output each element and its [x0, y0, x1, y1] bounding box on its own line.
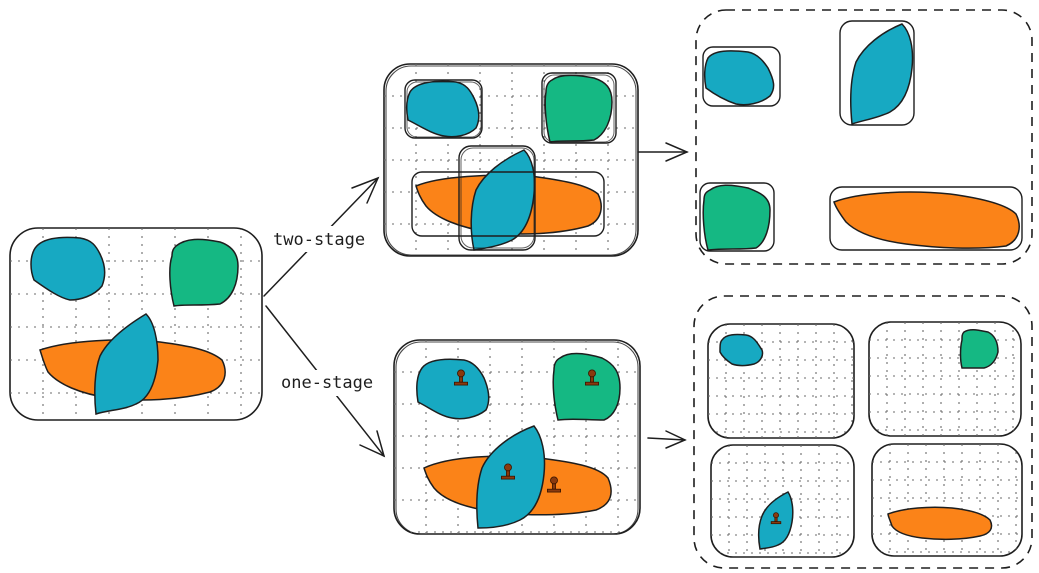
- two-stage-output-frame: [695, 9, 1033, 265]
- stamp-icon: [547, 476, 562, 493]
- two-stage-proposal-panel: [383, 63, 639, 257]
- label-bg: [278, 370, 384, 396]
- proposal-box: [541, 72, 617, 144]
- crop-box: [702, 46, 781, 107]
- stamp-icon: [500, 463, 515, 480]
- one-stage-output-frame: [693, 295, 1033, 569]
- green-blob: [544, 74, 613, 143]
- arrowhead-icon: [665, 430, 687, 449]
- proposal-box: [458, 145, 536, 251]
- green-blob: [959, 328, 999, 369]
- teal-leaf: [94, 313, 159, 416]
- crop-box: [829, 186, 1023, 251]
- two-stage-label: two-stage: [273, 230, 365, 250]
- stamp-icon: [770, 512, 782, 525]
- stamp-icon: [585, 369, 600, 386]
- proposal-box: [411, 171, 605, 237]
- orange-ellipse: [833, 191, 1020, 249]
- arrow-icon: [647, 437, 686, 441]
- arrowhead-icon: [665, 142, 689, 162]
- orange-ellipse: [887, 506, 993, 541]
- stamp-icon: [453, 369, 468, 386]
- green-blob: [169, 238, 239, 307]
- input-image-panel: [9, 227, 263, 421]
- green-blob: [702, 184, 771, 251]
- two-stage-output-panel: [695, 9, 1033, 265]
- label-bg: [270, 226, 378, 252]
- one-stage-output-panel: [693, 295, 1033, 569]
- one-stage-label: one-stage: [281, 373, 373, 393]
- arrow-to-one-stage-output: [647, 430, 687, 449]
- grid-tile: [868, 321, 1022, 437]
- arrowhead-icon: [359, 430, 386, 458]
- arrow-to-two-stage-output: [637, 142, 689, 162]
- crop-box: [839, 20, 915, 126]
- one-stage-panel: [393, 339, 641, 535]
- crop-box: [699, 182, 775, 252]
- teal-blob: [416, 358, 490, 420]
- proposal-box: [404, 79, 483, 139]
- teal-blob: [703, 50, 775, 106]
- arrowhead-icon: [351, 176, 380, 204]
- teal-blob: [719, 333, 764, 367]
- teal-leaf: [850, 23, 914, 126]
- teal-blob: [30, 236, 106, 301]
- green-blob: [552, 352, 621, 421]
